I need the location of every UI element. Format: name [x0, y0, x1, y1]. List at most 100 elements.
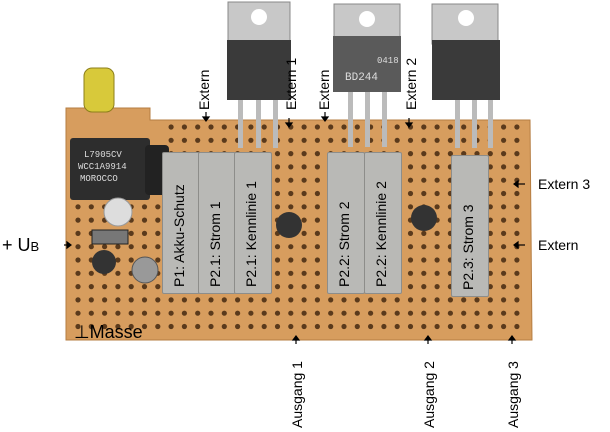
- label-extern: Extern: [316, 69, 332, 110]
- board-hole: [274, 204, 281, 210]
- board-hole: [102, 244, 108, 250]
- board-hole: [141, 230, 148, 236]
- board-hole: [261, 297, 267, 303]
- label-ausgang-2: Ausgang 2: [421, 361, 437, 428]
- board-hole: [514, 217, 520, 223]
- board-hole: [514, 164, 520, 170]
- label-ground: ⊥Masse: [74, 322, 143, 342]
- board-hole: [155, 284, 161, 290]
- board-hole: [168, 124, 174, 130]
- board-hole: [288, 310, 294, 316]
- board-hole: [407, 297, 414, 303]
- board-hole: [195, 310, 201, 316]
- board-hole: [115, 297, 121, 303]
- board-hole: [221, 124, 227, 130]
- board-hole: [288, 177, 294, 183]
- board-hole: [421, 137, 427, 143]
- board-hole: [421, 297, 427, 303]
- board-hole: [115, 270, 121, 276]
- board-hole: [514, 124, 520, 130]
- board-hole: [381, 310, 387, 316]
- board-hole: [208, 323, 214, 330]
- board-hole: [487, 270, 493, 276]
- potentiometer-p2-2-kennlinie: P2.2: Kennlinie 2: [364, 152, 402, 294]
- board-hole: [181, 323, 187, 330]
- board-hole: [248, 137, 254, 143]
- board-hole: [301, 257, 307, 263]
- label-extern-3: Extern 3: [538, 176, 591, 192]
- board-hole: [421, 230, 427, 236]
- board-hole: [88, 297, 94, 303]
- board-hole: [407, 270, 414, 276]
- trim-transistor: [92, 250, 116, 274]
- board-hole: [501, 217, 507, 223]
- board-hole: [155, 230, 161, 236]
- board-hole: [434, 257, 440, 263]
- board-hole: [221, 137, 227, 143]
- board-hole: [301, 284, 307, 290]
- small-transistor-1: [276, 212, 302, 238]
- board-hole: [407, 190, 414, 197]
- board-hole: [447, 151, 453, 157]
- board-hole: [261, 310, 267, 316]
- board-hole: [328, 323, 334, 330]
- board-hole: [354, 137, 360, 143]
- board-hole: [487, 297, 493, 303]
- board-hole: [407, 244, 414, 250]
- pot-label: P1: Akku-Schutz: [171, 184, 187, 287]
- board-hole: [181, 297, 187, 303]
- board-hole: [314, 284, 320, 290]
- board-hole: [341, 124, 347, 130]
- board-hole: [434, 244, 440, 250]
- board-hole: [248, 297, 254, 303]
- board-hole: [208, 297, 214, 303]
- board-hole: [141, 297, 148, 303]
- board-hole: [288, 270, 294, 276]
- transistor-2: 0418 BD244: [333, 3, 401, 147]
- board-hole: [181, 137, 187, 143]
- board-hole: [328, 137, 334, 143]
- board-hole: [195, 297, 201, 303]
- board-hole: [461, 297, 467, 303]
- board-hole: [368, 323, 374, 330]
- board-hole: [155, 204, 161, 210]
- board-hole: [128, 310, 134, 316]
- board-hole: [301, 190, 307, 197]
- board-hole: [115, 257, 121, 263]
- board-hole: [407, 323, 414, 330]
- board-hole: [314, 124, 320, 130]
- label-ausgang-3: Ausgang 3: [505, 361, 521, 428]
- board-hole: [288, 151, 294, 157]
- board-hole: [288, 257, 294, 263]
- board-hole: [75, 204, 81, 210]
- board-hole: [394, 297, 400, 303]
- board-hole: [75, 257, 81, 263]
- label-supply-voltage: + UB: [2, 235, 39, 256]
- pot-label: P2.2: Kennlinie 2: [373, 181, 389, 287]
- board-hole: [474, 151, 480, 157]
- board-hole: [128, 244, 134, 250]
- led: [103, 197, 133, 227]
- board-hole: [75, 230, 81, 236]
- board-hole: [128, 257, 134, 263]
- board-hole: [407, 137, 414, 143]
- board-hole: [421, 190, 427, 197]
- board-hole: [274, 297, 281, 303]
- board-hole: [115, 244, 121, 250]
- board-hole: [434, 177, 440, 183]
- board-hole: [261, 124, 267, 130]
- regulator-line3: MOROCCO: [80, 174, 118, 184]
- board-hole: [501, 284, 507, 290]
- board-hole: [208, 310, 214, 316]
- label-extern: Extern: [196, 69, 212, 110]
- board-hole: [102, 297, 108, 303]
- board-hole: [88, 204, 94, 210]
- resistor: [91, 229, 129, 245]
- board-hole: [314, 177, 320, 183]
- board-hole: [314, 164, 320, 170]
- potentiometer-p2-2-strom: P2.2: Strom 2: [327, 152, 365, 294]
- label-extern: Extern: [538, 237, 579, 253]
- board-hole: [514, 151, 520, 157]
- board-hole: [514, 284, 520, 290]
- board-hole: [274, 257, 281, 263]
